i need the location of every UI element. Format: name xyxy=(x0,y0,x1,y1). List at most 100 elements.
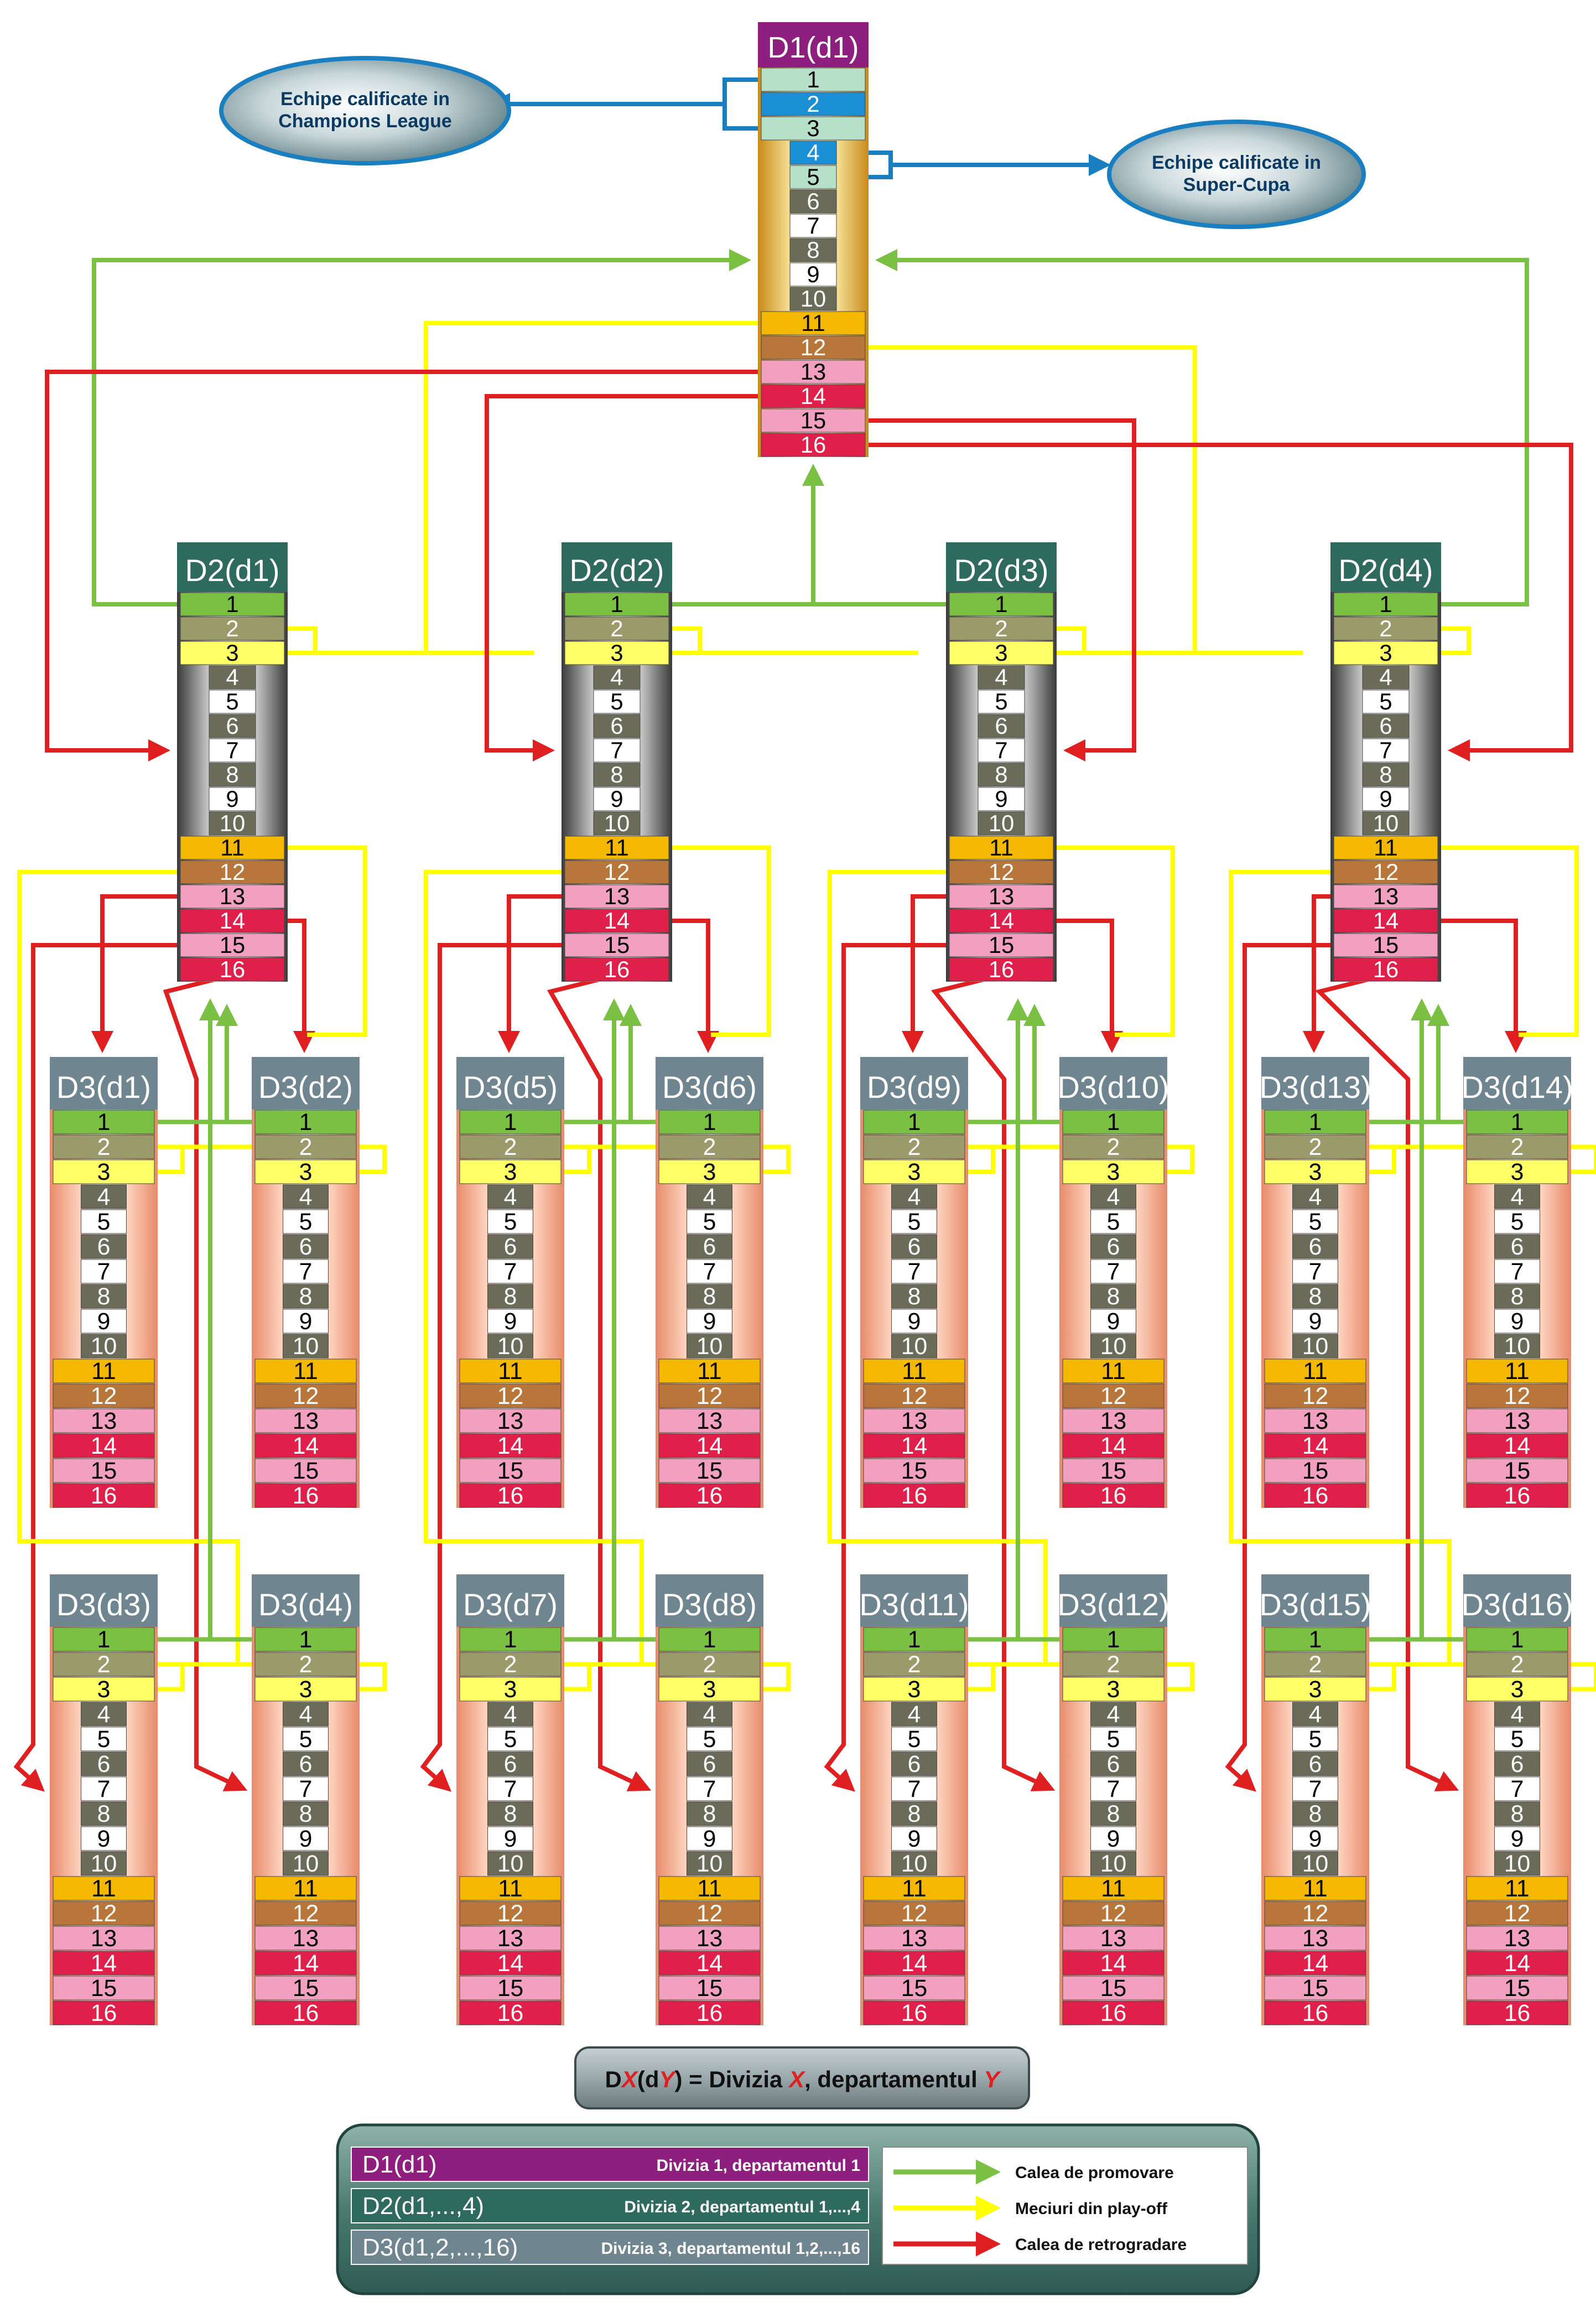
rank-number: 9 xyxy=(97,1826,111,1852)
rank-cell xyxy=(1264,1483,1366,1508)
legend-division-swatch xyxy=(351,2147,869,2182)
playoff-d2-11-g2 xyxy=(656,846,771,1037)
rank-cell xyxy=(789,214,837,238)
rank-cell xyxy=(209,665,256,689)
rank-number: 13 xyxy=(497,1408,524,1434)
rank-cell xyxy=(459,1159,562,1184)
rank-number: 2 xyxy=(807,91,819,117)
rank-cell xyxy=(658,1359,761,1383)
rank-number: 11 xyxy=(91,1358,116,1385)
rank-cell xyxy=(1494,1309,1540,1334)
column-header xyxy=(860,1057,968,1110)
rank-cell xyxy=(283,1826,329,1851)
rank-cell xyxy=(459,1926,562,1951)
rank-cell xyxy=(53,1134,155,1159)
rank-number: 14 xyxy=(1302,1950,1329,1977)
rank-number: 9 xyxy=(299,1308,313,1335)
rank-number: 14 xyxy=(989,908,1015,934)
rank-cell xyxy=(1264,1159,1366,1184)
rank-cell xyxy=(81,1209,127,1234)
rank-cell xyxy=(949,641,1054,665)
rank-cell xyxy=(1333,884,1438,909)
rank-number: 4 xyxy=(97,1184,111,1210)
rank-number: 15 xyxy=(220,932,246,958)
rank-number: 4 xyxy=(1511,1184,1524,1210)
rank-number: 16 xyxy=(696,2000,723,2026)
rank-cell xyxy=(53,1110,155,1134)
rank-number: 16 xyxy=(1100,2000,1127,2026)
rank-number: 11 xyxy=(1374,834,1397,860)
rank-cell xyxy=(53,1483,155,1508)
rank-number: 9 xyxy=(1309,1826,1322,1852)
rank-number: 2 xyxy=(1379,615,1392,641)
rank-cell xyxy=(593,714,641,738)
rank-cell xyxy=(978,738,1025,763)
rank-cell xyxy=(283,1184,329,1209)
rank-number: 15 xyxy=(497,1975,524,2002)
rank-cell xyxy=(1062,1408,1164,1433)
column-header xyxy=(1463,1574,1571,1627)
rank-number: 5 xyxy=(908,1726,921,1753)
rank-cell xyxy=(487,1284,533,1309)
rank-cell xyxy=(1090,1209,1136,1234)
rank-cell xyxy=(1466,1876,1568,1901)
rank-cell xyxy=(891,1751,937,1776)
rank-cell xyxy=(53,1458,155,1483)
rank-number: 1 xyxy=(807,66,819,92)
rank-number: 3 xyxy=(504,1159,517,1185)
rank-number: 7 xyxy=(1309,1258,1322,1285)
rank-number: 10 xyxy=(1373,810,1399,836)
rank-number: 10 xyxy=(901,1333,928,1360)
rank-number: 9 xyxy=(1309,1308,1322,1335)
rank-number: 4 xyxy=(1107,1184,1120,1210)
column-title: D1(d1) xyxy=(767,31,859,64)
rank-cell xyxy=(564,860,669,884)
column-header xyxy=(758,22,869,68)
rank-number: 1 xyxy=(504,1109,517,1136)
rank-cell xyxy=(180,860,285,884)
rank-cell xyxy=(1494,1284,1540,1309)
rank-cell xyxy=(1062,1483,1164,1508)
rank-number: 7 xyxy=(1511,1258,1524,1285)
rank-cell xyxy=(658,1951,761,1976)
rank-number: 13 xyxy=(1504,1408,1531,1434)
rank-number: 7 xyxy=(1107,1776,1120,1802)
rank-number: 14 xyxy=(800,383,826,409)
column-header xyxy=(50,1057,158,1110)
rank-cell xyxy=(1466,1677,1568,1702)
rank-number: 8 xyxy=(97,1283,111,1310)
rank-number: 14 xyxy=(696,1433,723,1459)
rank-cell xyxy=(487,1259,533,1284)
rank-cell xyxy=(254,1110,357,1134)
rank-number: 3 xyxy=(1107,1159,1120,1185)
rank-number: 8 xyxy=(299,1801,313,1827)
rank-number: 2 xyxy=(504,1134,517,1160)
rank-number: 5 xyxy=(97,1726,111,1753)
rank-number: 11 xyxy=(293,1358,318,1385)
rank-cell xyxy=(487,1702,533,1727)
rank-number: 2 xyxy=(226,615,238,641)
rank-cell xyxy=(283,1702,329,1727)
rank-number: 14 xyxy=(901,1433,928,1459)
rank-cell xyxy=(593,763,641,787)
rank-number: 14 xyxy=(696,1950,723,1977)
playoff-d1-12 xyxy=(852,345,1303,655)
rank-number: 3 xyxy=(995,640,1007,666)
rank-number: 9 xyxy=(807,261,819,287)
rank-cell xyxy=(53,1652,155,1677)
rank-cell xyxy=(1494,1234,1540,1259)
column-title: D3(d2) xyxy=(258,1070,353,1105)
relegation-d2-16-g4 xyxy=(1315,967,1459,1791)
rank-number: 3 xyxy=(807,115,819,141)
rank-number: 16 xyxy=(989,956,1015,982)
rank-number: 6 xyxy=(1379,713,1392,739)
rank-cell xyxy=(1264,1876,1366,1901)
rank-cell xyxy=(863,1483,965,1508)
rank-cell xyxy=(254,1901,357,1926)
